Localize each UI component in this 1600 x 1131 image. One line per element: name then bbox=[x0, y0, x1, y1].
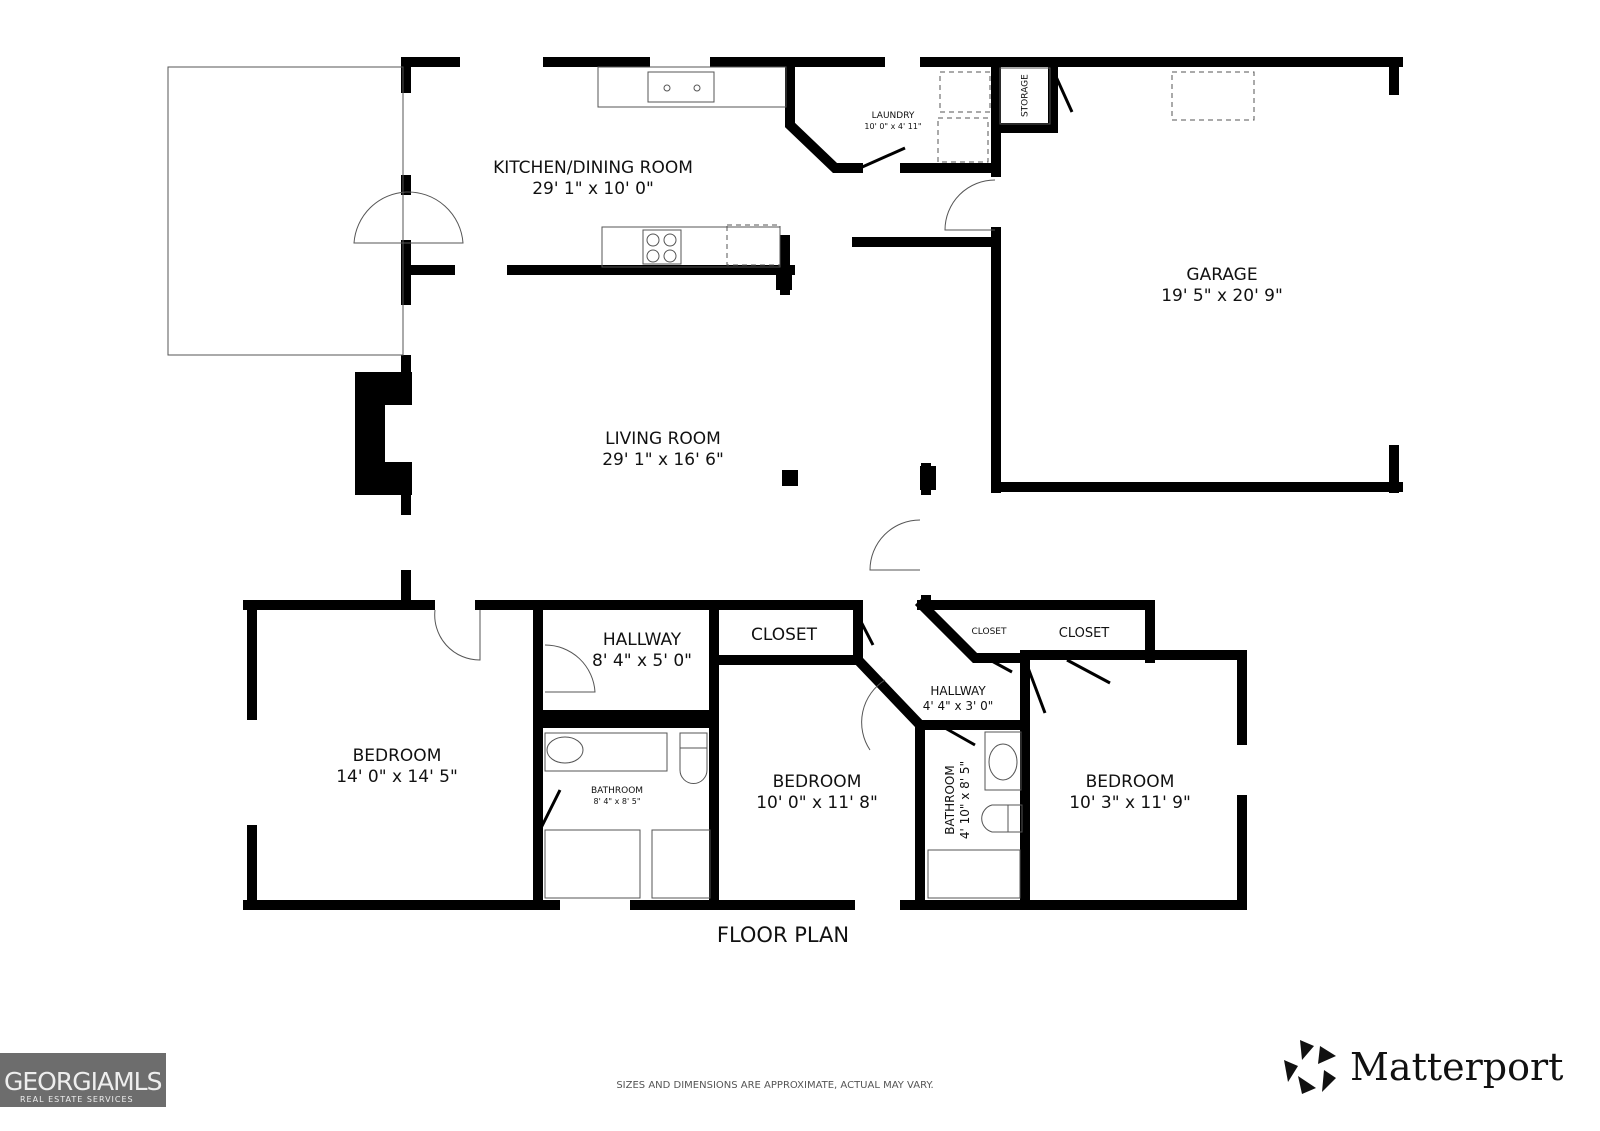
thick-wall bbox=[538, 710, 714, 728]
closet-label: CLOSET bbox=[750, 625, 818, 645]
column bbox=[782, 470, 798, 486]
matterport-logo-icon bbox=[1284, 1040, 1336, 1094]
disclaimer: SIZES AND DIMENSIONS ARE APPROXIMATE, AC… bbox=[616, 1080, 934, 1091]
closet-label: CLOSET bbox=[971, 627, 1007, 637]
porch bbox=[167, 66, 404, 356]
storage-label: STORAGE bbox=[1020, 74, 1031, 118]
closet-label: CLOSET bbox=[1058, 626, 1110, 641]
matterport-logo: Matterport bbox=[1350, 1045, 1564, 1089]
floor-plan-title: FLOOR PLAN bbox=[716, 923, 850, 947]
